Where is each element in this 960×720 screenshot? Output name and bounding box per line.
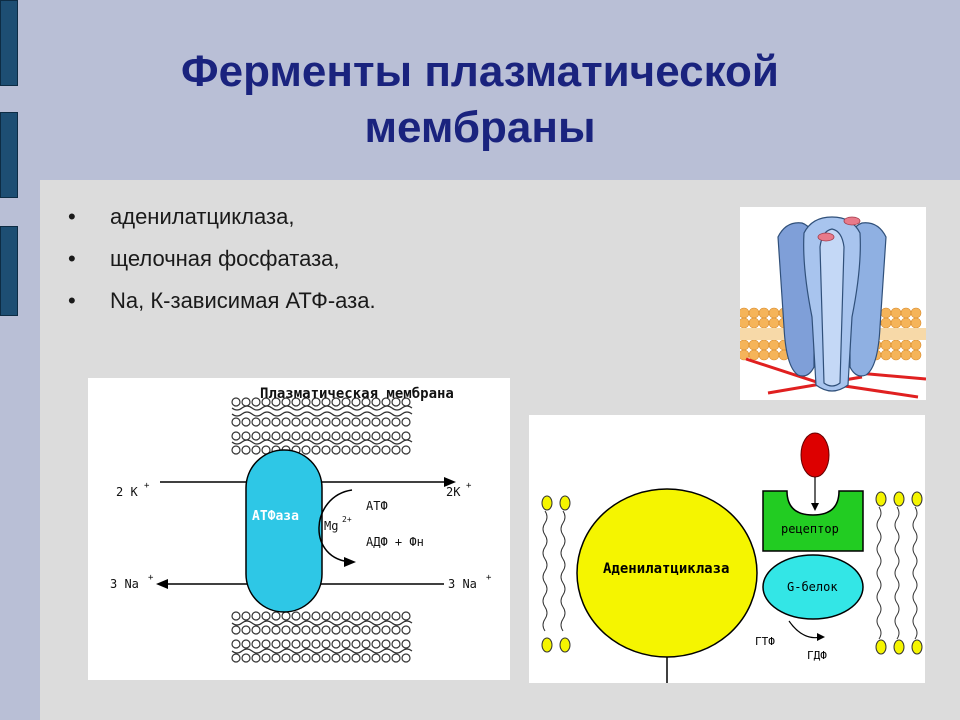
accent-bar	[0, 0, 18, 86]
na-left-charge: +	[148, 573, 154, 583]
k-left-charge: +	[144, 481, 150, 491]
na-right-label: 3 Na	[448, 577, 477, 591]
accent-bar	[0, 112, 18, 198]
bullet-list: аденилатциклаза, щелочная фосфатаза, Na,…	[68, 200, 376, 326]
bullet-item: аденилатциклаза,	[68, 200, 376, 242]
accent-bar	[0, 226, 18, 316]
membrane-bottom	[231, 611, 413, 663]
k-right-charge: +	[466, 481, 472, 491]
mg-charge: 2+	[342, 515, 352, 524]
na-right-charge: +	[486, 573, 492, 583]
atp-label: АТФ	[366, 499, 388, 513]
k-right-label: 2К	[446, 485, 461, 499]
g-protein-label: G-белок	[787, 580, 838, 594]
atpase-enzyme-label: АТФаза	[252, 509, 299, 524]
gdp-label: ГДФ	[807, 649, 827, 662]
receptor-label: рецептор	[781, 522, 839, 536]
bullet-item: Na, К-зависимая АТФ-аза.	[68, 284, 376, 326]
g-protein	[762, 554, 864, 620]
slide-title-line-1: Ферменты плазматической	[181, 47, 779, 96]
atpase-enzyme	[245, 449, 323, 613]
atpase-diagram: Плазматическая мембрана АТФаза 2 К + 2К …	[88, 378, 510, 680]
protein-subunits	[777, 216, 887, 392]
slide-title: Ферменты плазматической мембраны	[60, 44, 900, 156]
receptor	[762, 490, 864, 552]
lipid-columns	[541, 491, 923, 655]
membrane-top	[231, 397, 413, 455]
protein-membrane-figure	[740, 207, 926, 400]
mg-label: Mg	[324, 519, 338, 533]
hormone-molecule	[800, 432, 830, 478]
bullet-item: щелочная фосфатаза,	[68, 242, 376, 284]
k-left-label: 2 К	[116, 485, 138, 499]
gtp-label: ГТФ	[755, 635, 775, 648]
adenylate-cyclase-diagram: Аденилатциклаза рецептор G-белок ГТФ ГДФ	[529, 415, 925, 683]
cyclase-label: Аденилатциклаза	[603, 561, 729, 577]
slide-title-line-2: мембраны	[364, 103, 596, 152]
na-left-label: 3 Na	[110, 577, 139, 591]
atpase-caption: Плазматическая мембрана	[260, 386, 454, 402]
adp-label: АДФ + Фн	[366, 535, 424, 549]
